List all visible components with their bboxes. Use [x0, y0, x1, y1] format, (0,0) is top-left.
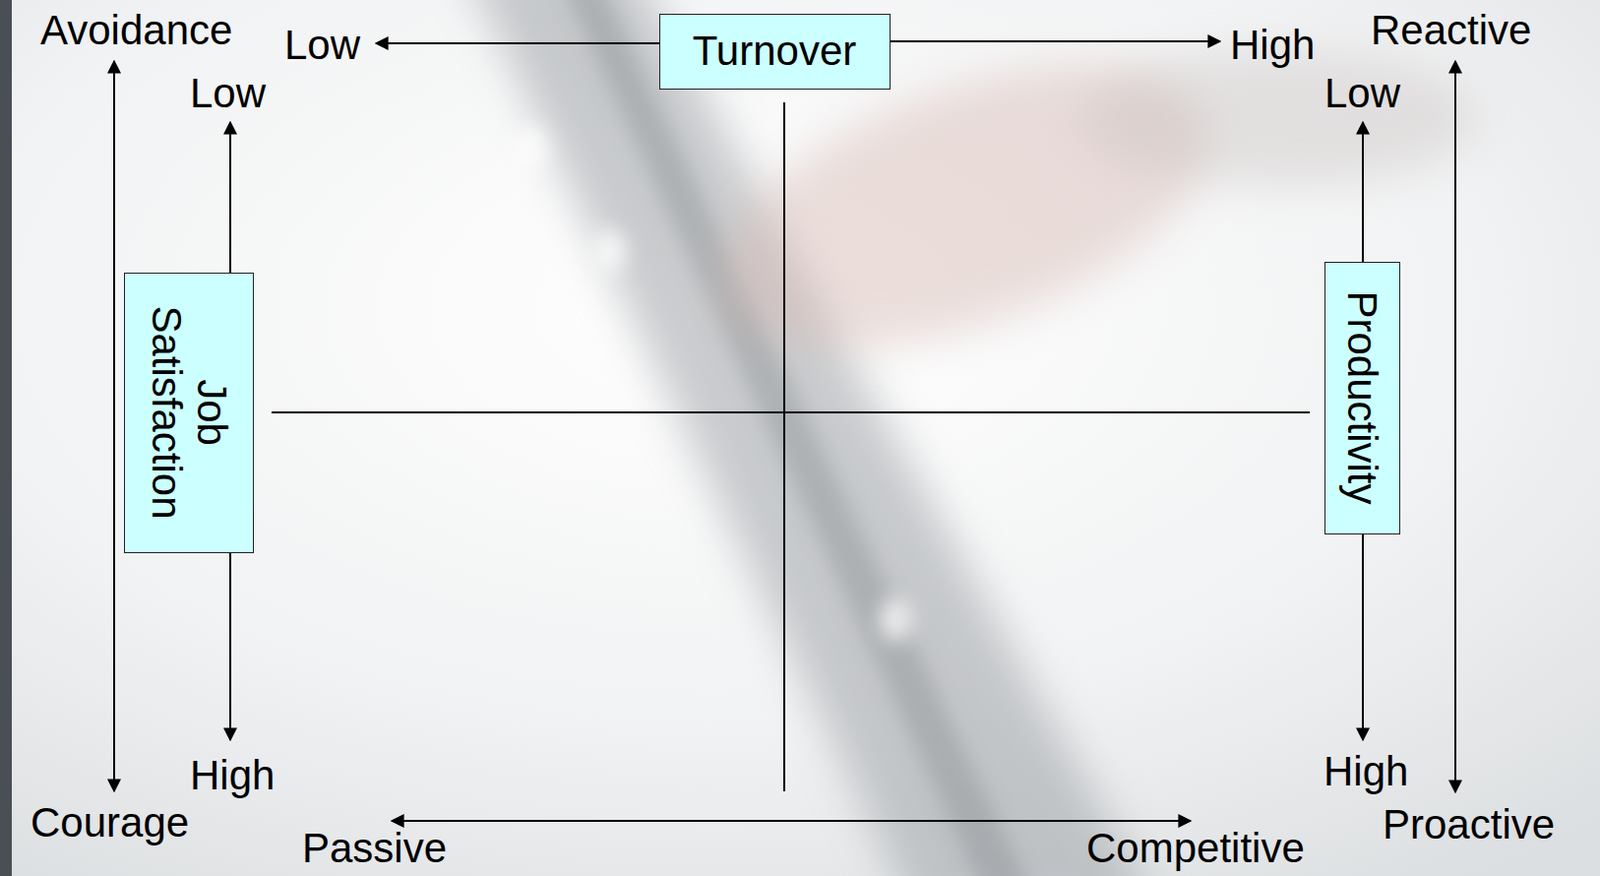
scale-label: High — [1323, 748, 1409, 795]
axis-end-label: Competitive — [1086, 825, 1305, 871]
avoidance-courage-arrow — [113, 61, 116, 792]
axis-end-label: Courage — [30, 800, 189, 846]
scale-label: Low — [1324, 70, 1401, 117]
axis-end-label: Passive — [302, 825, 447, 871]
passive-competitive-arrow — [391, 819, 1191, 822]
box-title: Turnover — [692, 28, 858, 74]
crosshair-horizontal — [271, 411, 1310, 414]
scale-label: Low — [189, 70, 266, 117]
turnover-low-arrow — [375, 42, 689, 45]
axis-title-box: Productivity — [1324, 261, 1401, 535]
crosshair-vertical — [783, 102, 786, 792]
satisfaction-high-arrow — [229, 531, 232, 740]
reactive-proactive-arrow — [1454, 61, 1457, 793]
box-title: Productivity — [1339, 290, 1385, 504]
scale-label: High — [1230, 22, 1315, 68]
scale-label: High — [189, 752, 275, 799]
axis-title-box: Turnover — [659, 13, 891, 90]
turnover-high-arrow — [865, 40, 1221, 43]
satisfaction-low-arrow — [229, 122, 232, 296]
box-title: Job Satisfaction — [143, 305, 235, 519]
productivity-high-arrow — [1361, 511, 1364, 740]
scale-label: Low — [284, 22, 361, 68]
axis-end-label: Reactive — [1370, 7, 1532, 54]
axis-title-box: Job Satisfaction — [123, 272, 254, 554]
axis-end-label: Avoidance — [40, 7, 233, 54]
axis-end-label: Proactive — [1382, 801, 1555, 848]
